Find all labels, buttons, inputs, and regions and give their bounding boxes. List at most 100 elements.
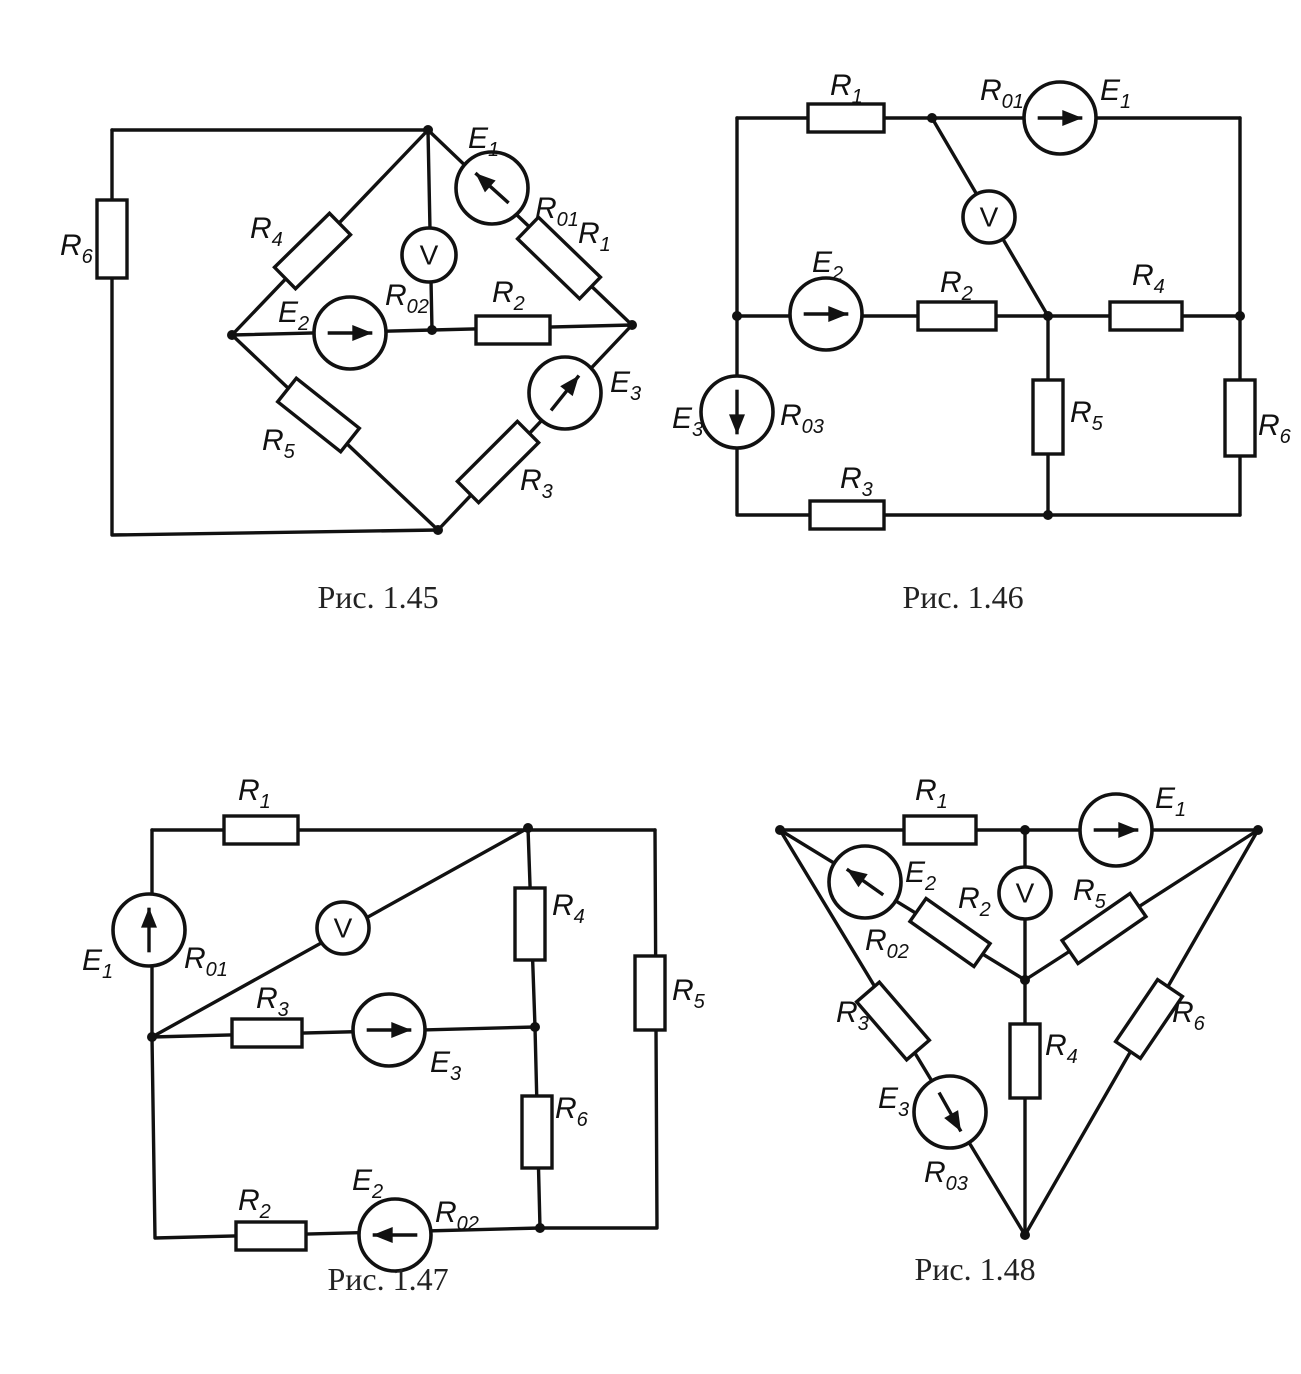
junction-node xyxy=(1253,825,1263,835)
resistor-r5 xyxy=(1031,378,1065,456)
r1-label: R1 xyxy=(915,774,948,813)
r3-label: R3 xyxy=(520,464,553,503)
voltmeter-label: V xyxy=(334,913,353,944)
e2-label: E2 xyxy=(812,246,843,285)
resistor-r4 xyxy=(272,210,353,292)
r6-label: R6 xyxy=(60,229,94,268)
junction-node xyxy=(423,125,433,135)
source-e2 xyxy=(357,1197,433,1273)
e2-label: E2 xyxy=(278,296,309,335)
junction-node xyxy=(1043,311,1053,321)
wire xyxy=(436,323,634,532)
r01-label: R01 xyxy=(980,74,1024,113)
wire xyxy=(150,1025,537,1039)
resistor-r2 xyxy=(474,314,552,346)
voltmeter-label: V xyxy=(420,240,439,271)
r02-label: R02 xyxy=(385,279,429,318)
resistor-r6 xyxy=(520,1094,554,1170)
r3-label: R3 xyxy=(256,982,289,1021)
figure-caption: Рис. 1.45 xyxy=(317,579,438,615)
r4-label: R4 xyxy=(1045,1029,1078,1068)
e1-label: E1 xyxy=(1155,782,1186,821)
resistor-r6 xyxy=(95,198,129,280)
resistor-r1 xyxy=(902,814,978,846)
resistor-r1 xyxy=(222,814,300,846)
voltmeter: V xyxy=(315,900,371,956)
r03-label: R03 xyxy=(924,1156,968,1195)
r01-label: R01 xyxy=(184,942,228,981)
source-e3 xyxy=(912,1074,988,1150)
r2-label: R2 xyxy=(238,1184,271,1223)
resistor-r4 xyxy=(1008,1022,1042,1100)
junction-node xyxy=(775,825,785,835)
r1-label: R1 xyxy=(578,217,611,256)
resistor-r2 xyxy=(907,896,993,969)
junction-node xyxy=(433,525,443,535)
junction-node xyxy=(147,1032,157,1042)
source-e2 xyxy=(827,844,903,920)
junction-node xyxy=(927,113,937,123)
junction-node xyxy=(1020,825,1030,835)
source-e1 xyxy=(454,150,530,226)
resistor-r2 xyxy=(916,300,998,332)
r6-label: R6 xyxy=(1172,996,1206,1035)
voltmeter: V xyxy=(961,189,1017,245)
r2-label: R2 xyxy=(940,266,973,305)
wire xyxy=(778,828,1027,982)
source-e3 xyxy=(699,374,775,450)
figure-caption: Рис. 1.48 xyxy=(914,1251,1035,1287)
r5-label: R5 xyxy=(672,974,706,1013)
e3-label: E3 xyxy=(430,1046,461,1085)
source-e1 xyxy=(1022,80,1098,156)
junction-node xyxy=(523,823,533,833)
resistor-r6 xyxy=(1223,378,1257,458)
r5-label: R5 xyxy=(1070,396,1104,435)
e1-label: E1 xyxy=(1100,74,1131,113)
voltmeter-label: V xyxy=(1016,878,1035,909)
r4-label: R4 xyxy=(250,212,283,251)
voltmeter: V xyxy=(997,865,1053,921)
r4-label: R4 xyxy=(552,889,585,928)
resistor-r1 xyxy=(806,102,886,134)
r03-label: R03 xyxy=(780,399,824,438)
junction-node xyxy=(1020,1230,1030,1240)
source-e3 xyxy=(527,355,603,431)
e2-label: E2 xyxy=(352,1164,383,1203)
voltmeter: V xyxy=(400,226,458,284)
r4-label: R4 xyxy=(1132,259,1165,298)
junction-node xyxy=(1043,510,1053,520)
resistor-r5 xyxy=(633,954,667,1032)
junction-node xyxy=(732,311,742,321)
wire xyxy=(735,116,1242,517)
source-e1 xyxy=(1078,792,1154,868)
r5-label: R5 xyxy=(262,424,296,463)
junction-node xyxy=(227,330,237,340)
junction-node xyxy=(1235,311,1245,321)
figure-caption: Рис. 1.46 xyxy=(902,579,1023,615)
junction-node xyxy=(535,1223,545,1233)
r2-label: R2 xyxy=(492,276,525,315)
resistor-r4 xyxy=(1108,300,1184,332)
r1-label: R1 xyxy=(830,69,863,108)
wire xyxy=(1023,828,1260,982)
r6-label: R6 xyxy=(1258,409,1292,448)
junction-node xyxy=(530,1022,540,1032)
voltmeter-label: V xyxy=(980,202,999,233)
resistor-r5 xyxy=(275,375,362,455)
e3-label: E3 xyxy=(672,402,703,441)
resistor-r6 xyxy=(1113,977,1185,1061)
junction-node xyxy=(1020,975,1030,985)
source-e2 xyxy=(788,276,864,352)
r5-label: R5 xyxy=(1073,874,1107,913)
junction-node xyxy=(627,320,637,330)
resistor-r3 xyxy=(854,979,932,1063)
e3-label: E3 xyxy=(610,366,641,405)
junction-node xyxy=(427,325,437,335)
r3-label: R3 xyxy=(840,462,873,501)
resistor-r3 xyxy=(808,499,886,531)
source-e1 xyxy=(111,892,187,968)
r6-label: R6 xyxy=(555,1092,589,1131)
